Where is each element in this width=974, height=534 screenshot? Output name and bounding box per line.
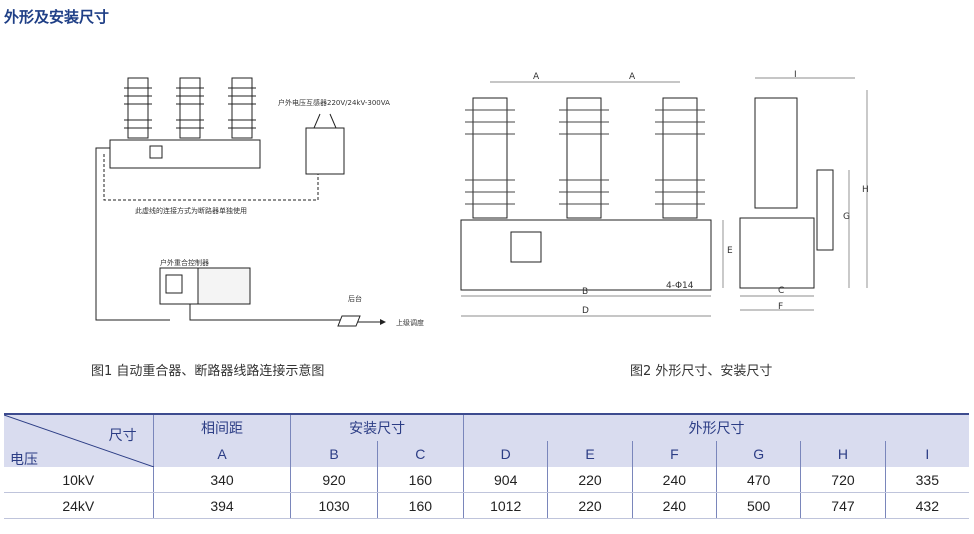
- voltage-transformer: [305, 127, 345, 175]
- breaker-body: [109, 139, 261, 169]
- table-cell: 340: [152, 467, 291, 493]
- table-cell: 240: [631, 467, 717, 493]
- table-row: 24kV 394 1030 160 1012 220 240 500 747 4…: [4, 492, 969, 519]
- table-row: 10kV 340 920 160 904 220 240 470 720 335: [4, 467, 969, 493]
- backend-label: 后台: [348, 295, 362, 303]
- col-header: H: [800, 441, 886, 467]
- dim-e: E: [727, 246, 733, 256]
- corner-cell: 尺寸 电压: [4, 414, 154, 467]
- table-cell: 747: [800, 492, 886, 519]
- col-header: D: [462, 441, 548, 467]
- dim-i: I: [794, 70, 797, 80]
- table-cell: 394: [152, 492, 291, 519]
- page-title: 外形及安装尺寸: [4, 8, 110, 26]
- dim-c: C: [778, 286, 785, 296]
- dim-4-phi14: 4-Φ14: [666, 281, 694, 291]
- corner-top-label: 尺寸: [108, 427, 137, 443]
- group-outline-dims: 外形尺寸: [463, 414, 969, 442]
- group-phase-spacing: 相间距: [152, 414, 291, 442]
- col-header: C: [376, 441, 464, 467]
- col-header: A: [152, 441, 291, 467]
- voltage-cell: 24kV: [4, 492, 154, 519]
- table-cell: 1030: [290, 492, 378, 519]
- insulator-1: [124, 77, 152, 139]
- table-cell: 335: [884, 467, 969, 493]
- figure2-caption: 图2 外形尺寸、安装尺寸: [630, 364, 773, 379]
- dashed-note: 此虚线的连接方式为断路器单独使用: [135, 207, 247, 215]
- col-header: B: [290, 441, 378, 467]
- table-cell: 220: [547, 467, 633, 493]
- dim-d: D: [582, 306, 589, 316]
- table-cell: 160: [376, 467, 464, 493]
- table-cell: 500: [716, 492, 801, 519]
- table-cell: 904: [462, 467, 548, 493]
- table-cell: 220: [547, 492, 633, 519]
- insulator-3: [228, 77, 256, 139]
- dim-a-1: A: [533, 72, 540, 82]
- table-cell: 720: [800, 467, 886, 493]
- dim-a-2: A: [629, 72, 636, 82]
- voltage-cell: 10kV: [4, 467, 154, 493]
- table-cell: 1012: [462, 492, 548, 519]
- outline-drawing: [460, 77, 868, 317]
- dimension-table: 尺寸 电压 相间距 安装尺寸 外形尺寸 A B C D E F G H I 10…: [4, 413, 969, 519]
- insulator-2: [176, 77, 204, 139]
- col-header: F: [631, 441, 717, 467]
- table-cell: 240: [631, 492, 717, 519]
- table-cell: 160: [376, 492, 464, 519]
- dim-b: B: [582, 287, 589, 297]
- tank-front: [460, 219, 712, 291]
- dim-h: H: [862, 185, 869, 195]
- pt-label: 户外电压互感器220V/24kV-300VA: [278, 99, 390, 107]
- table-cell: 470: [716, 467, 801, 493]
- group-install-dims: 安装尺寸: [290, 414, 464, 442]
- connection-diagram: [95, 77, 386, 327]
- dim-g: G: [843, 212, 850, 222]
- table-cell: 432: [884, 492, 969, 519]
- figure1-caption: 图1 自动重合器、断路器线路连接示意图: [91, 364, 325, 379]
- table-cell: 920: [290, 467, 378, 493]
- corner-bottom-label: 电压: [10, 451, 38, 467]
- dispatch-label: 上级调度: [396, 319, 424, 327]
- dim-f: F: [778, 302, 784, 312]
- controller-label: 户外重合控制器: [160, 259, 209, 267]
- col-header: I: [884, 441, 969, 467]
- col-header: G: [716, 441, 801, 467]
- col-header: E: [547, 441, 633, 467]
- tank-side: [739, 217, 815, 289]
